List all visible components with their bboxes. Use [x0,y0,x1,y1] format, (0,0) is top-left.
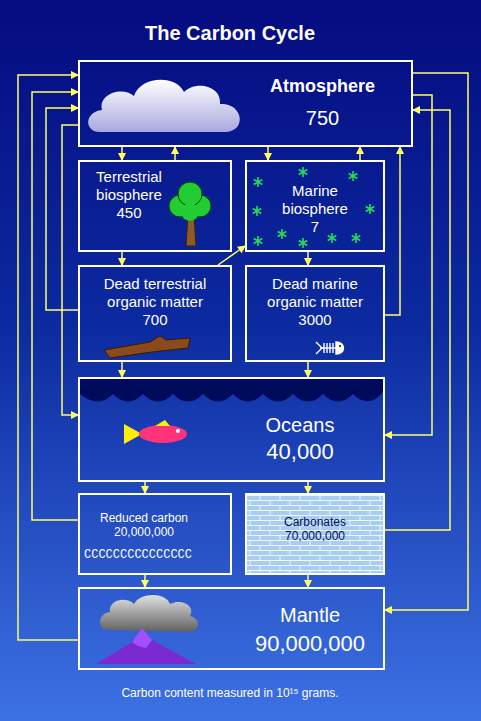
carbon-flow-arrow [144,575,146,587]
carbon-flow-arrow [121,147,123,160]
pool-amount: 70,000,000 [267,529,363,543]
pool-name: Carbonates [267,515,363,529]
volcano-drawing [96,595,198,664]
pool-name: Dead terrestrial organic matter [90,275,220,311]
cloud-drawing [88,80,240,132]
pool-amount: 700 [90,311,220,329]
carbon-pool-box: Marine biosphere7 [245,160,385,252]
carbon-flow-arrow [121,252,123,265]
carbon-flow-arrow [62,125,78,415]
text-area: Reduced carbon20,000,000 [86,511,202,540]
text-area: Dead terrestrial organic matter700 [90,275,220,329]
carbon-pool-box: Oceans40,000 [78,377,385,482]
fish-skeleton-drawing [316,342,344,354]
pool-name: Terrestrial biosphere [84,168,174,204]
carbon-pool-box: Dead terrestrial organic matter700 [78,265,232,362]
carbon-flow-arrow [18,75,78,640]
carbon-pool-box: Carbonates70,000,000 [245,493,385,575]
carbon-flow-arrow [307,362,309,377]
pool-name: Atmosphere [230,76,415,98]
carbon-pool-box: Dead marine organic matter3000 [245,265,385,362]
carbon-flow-arrow [46,108,78,310]
text-area: Carbonates70,000,000 [267,515,363,544]
carbon-flow-arrow [174,147,176,160]
carbon-flow-arrow [385,73,468,610]
carbon-flow-arrow [307,575,309,587]
carbon-flow-arrow [385,95,432,435]
pool-amount: 90,000,000 [230,631,390,657]
pool-amount: 750 [230,106,415,130]
diagram-title: The Carbon Cycle [80,22,380,45]
text-area: Marine biosphere7 [270,182,360,236]
text-area: Oceans40,000 [220,413,380,465]
pool-amount: 20,000,000 [86,525,202,539]
pool-amount: 450 [84,204,174,222]
plankton-marks [253,167,375,248]
pool-amount: 3000 [255,311,375,329]
carbon-flow-arrow [385,147,400,315]
carbon-flow-arrow [385,110,450,530]
pool-amount: 7 [270,218,360,236]
fish-drawing [124,420,187,444]
pool-name: Oceans [220,413,380,437]
carbon-flow-arrow [144,482,146,493]
log-drawing [104,336,190,358]
carbon-pool-box: Reduced carbon20,000,000 [78,493,232,575]
pool-amount: 40,000 [220,439,380,465]
tree-drawing [169,182,211,246]
carbon-flow-arrow [267,147,269,160]
diagram-caption: Carbon content measured in 10¹⁵ grams. [60,686,400,700]
pool-name: Reduced carbon [86,511,202,525]
pool-name: Dead marine organic matter [255,275,375,311]
carbon-flow-arrow [307,482,309,493]
text-area: Mantle 90,000,000 [230,603,390,657]
carbon-flow-arrow [359,147,361,160]
text-area: Dead marine organic matter3000 [255,275,375,329]
brick-pattern [247,495,383,573]
carbon-flow-arrow [218,246,245,265]
text-area: Terrestrial biosphere450 [84,168,174,222]
carbon-flow-arrow [32,92,78,520]
carbon-pool-box: Terrestrial biosphere450 [78,160,232,252]
carbon-flow-arrow [307,252,309,265]
carbon-pool-box: Mantle90,000,000 [78,587,385,670]
text-area: Atmosphere 750 [230,76,415,130]
carbon-symbol-row: CCCCCCCCCCCCCCC [84,548,192,562]
carbon-pool-box: Atmosphere 750 [78,60,413,147]
pool-name: Marine biosphere [270,182,360,218]
carbon-flow-arrow [121,362,123,377]
pool-name: Mantle [230,603,390,627]
ocean-waves [80,379,383,402]
